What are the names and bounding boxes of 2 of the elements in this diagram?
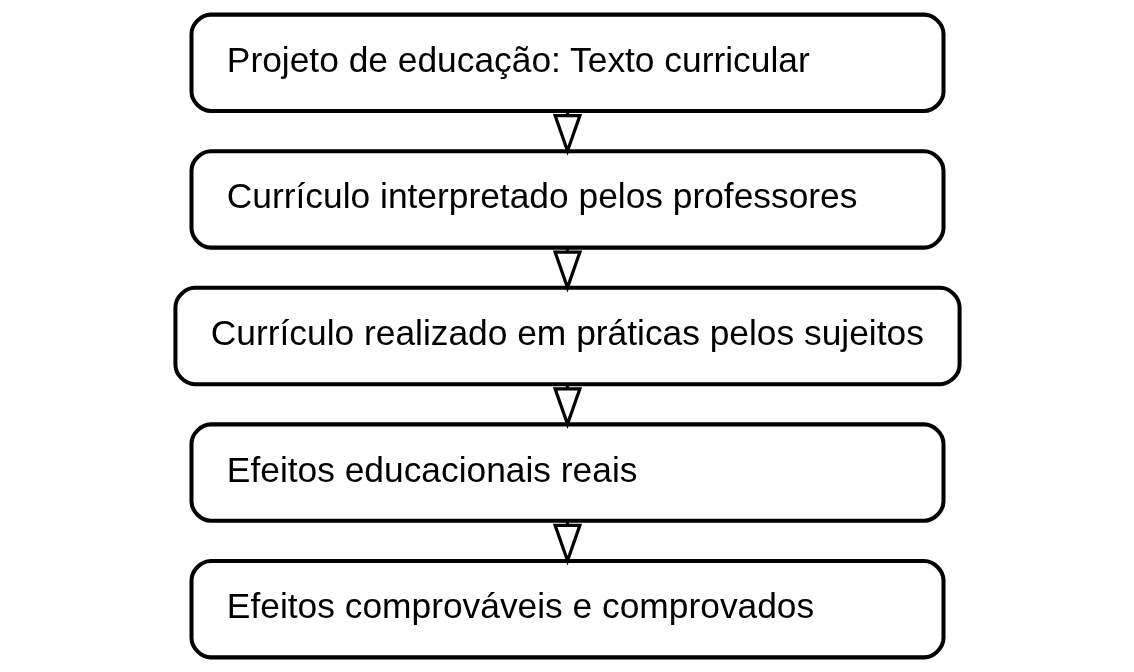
node-box: Efeitos educacionais reais <box>189 422 945 523</box>
node-box: Efeitos comprováveis e comprovados <box>189 558 945 660</box>
